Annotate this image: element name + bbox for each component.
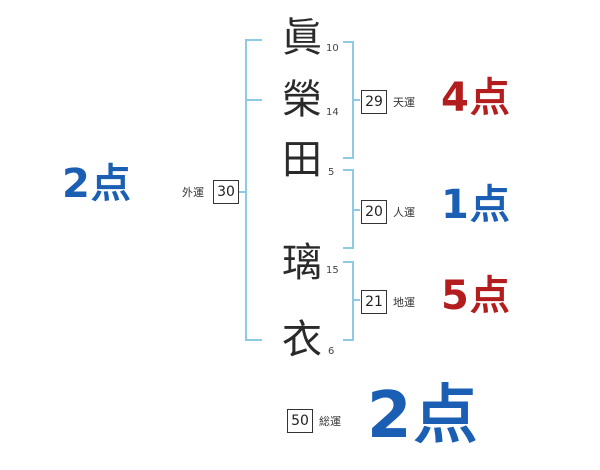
name-char-5: 衣	[282, 317, 322, 363]
gaiun-label: 外運	[182, 186, 204, 199]
jinun-score: 1点	[441, 182, 511, 228]
chiun-score: 5点	[441, 273, 511, 319]
stroke-count-1: 10	[326, 43, 339, 54]
tenun-bracket	[343, 41, 360, 159]
chiun-bracket	[343, 261, 360, 341]
souun-score: 2点	[367, 379, 480, 453]
chiun-label: 地運	[393, 296, 415, 309]
name-char-2: 榮	[282, 77, 322, 123]
stroke-count-5: 6	[328, 346, 335, 357]
jinun-label: 人運	[393, 206, 415, 219]
stroke-count-3: 5	[328, 167, 335, 178]
gaiun-score: 2点	[62, 161, 132, 207]
souun-value-box: 50	[287, 409, 313, 433]
gaiun-bracket	[238, 39, 262, 341]
jinun-bracket	[343, 169, 360, 249]
gaiun-value-box: 30	[213, 180, 239, 204]
chiun-value-box: 21	[361, 290, 387, 314]
stroke-count-4: 15	[326, 265, 339, 276]
name-char-1: 眞	[282, 15, 322, 61]
stroke-count-2: 14	[326, 107, 339, 118]
souun-label: 総運	[319, 415, 341, 428]
jinun-value-box: 20	[361, 200, 387, 224]
tenun-value-box: 29	[361, 90, 387, 114]
tenun-score: 4点	[441, 75, 511, 121]
name-char-4: 璃	[282, 240, 322, 286]
name-char-3: 田	[282, 137, 322, 183]
tenun-label: 天運	[393, 96, 415, 109]
